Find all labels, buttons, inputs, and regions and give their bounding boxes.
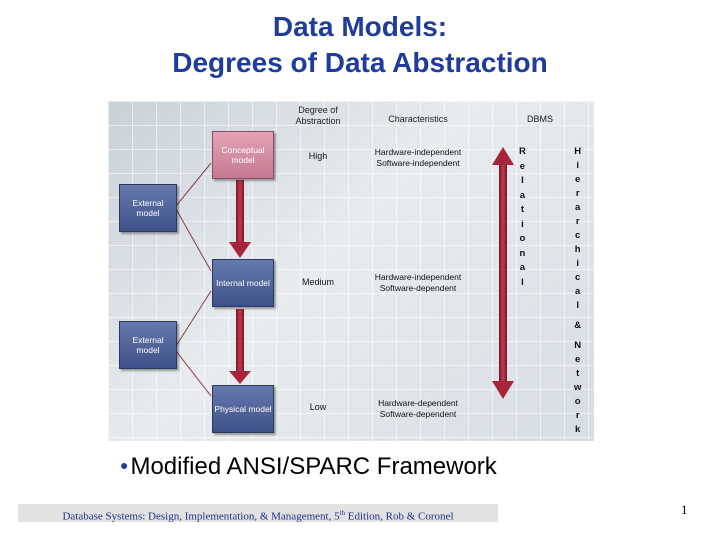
characteristics-medium: Hardware-independent Software-dependent — [358, 272, 478, 294]
connector-external-top-to-internal — [175, 208, 212, 272]
physical-model-box: Physical model — [212, 385, 274, 433]
characteristics-high-line-2: Software-independent — [376, 158, 460, 168]
connector-external-bottom-to-physical — [175, 350, 212, 397]
footer-suffix: Edition, Rob & Coronel — [345, 510, 454, 523]
header-degree-of-abstraction: Degree of Abstraction — [295, 105, 341, 126]
external-model-box-top: External model — [119, 184, 177, 232]
characteristics-high: Hardware-independent Software-independen… — [358, 147, 478, 169]
external-model-box-bottom: External model — [119, 321, 177, 369]
bullet-dot-icon: ● — [120, 457, 129, 473]
characteristics-high-line-1: Hardware-independent — [374, 147, 462, 157]
footer-citation: Database Systems: Design, Implementation… — [18, 504, 498, 523]
characteristics-medium-line-2: Software-dependent — [379, 283, 457, 293]
connector-external-top-to-conceptual — [175, 162, 212, 207]
characteristics-low: Hardware-dependent Software-dependent — [358, 398, 478, 420]
characteristics-low-line-1: Hardware-dependent — [378, 398, 458, 408]
header-dbms: DBMS — [526, 114, 553, 124]
diagram-graphics — [175, 147, 514, 399]
arrow-internal-to-physical — [229, 309, 251, 384]
level-medium: Medium — [301, 277, 334, 287]
footer-prefix: Database Systems: Design, Implementation… — [62, 510, 340, 523]
abstraction-diagram: Degree of Abstraction Characteristics DB… — [108, 101, 594, 441]
slide-title-line-2: Degrees of Data Abstraction — [172, 47, 548, 78]
level-high: High — [308, 151, 328, 161]
internal-model-box: Internal model — [212, 259, 274, 307]
slide-title-line-1: Data Models: — [272, 11, 448, 42]
characteristics-low-line-2: Software-dependent — [379, 409, 457, 419]
arrow-conceptual-to-internal — [229, 180, 251, 258]
bullet-text: Modified ANSI/SPARC Framework — [130, 453, 497, 480]
level-low: Low — [309, 402, 327, 412]
footer-superscript: th — [339, 509, 346, 517]
bullet-point: ●Modified ANSI/SPARC Framework — [120, 450, 497, 482]
characteristics-medium-line-1: Hardware-independent — [374, 272, 462, 282]
conceptual-model-box: Conceptual model — [212, 131, 274, 179]
relational-range-arrow — [492, 147, 514, 399]
page-number: 1 — [681, 502, 688, 517]
header-characteristics: Characteristics — [388, 114, 448, 124]
connector-external-bottom-to-internal — [175, 290, 212, 347]
